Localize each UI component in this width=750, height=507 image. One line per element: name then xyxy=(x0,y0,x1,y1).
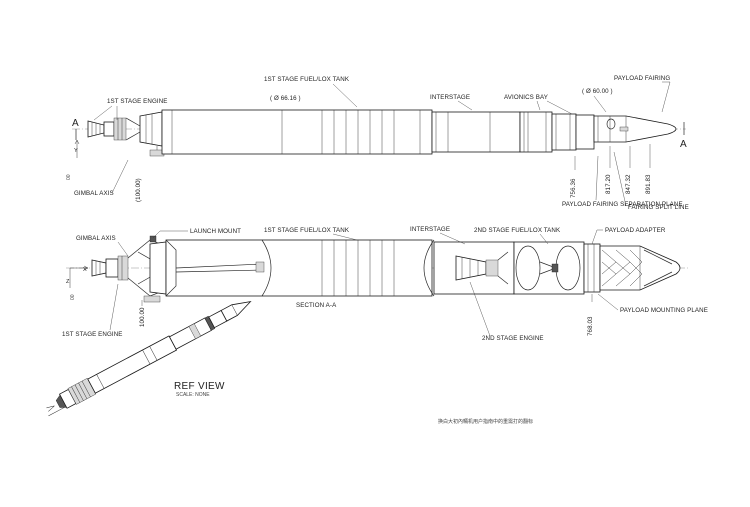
separation-plane-label-text: PAYLOAD FAIRING SEPARATION PLANE xyxy=(562,201,683,208)
gimbal-dim-side: (100.00) xyxy=(135,178,142,202)
second-stage-tank-label: 2ND STAGE FUEL/LOX TANK xyxy=(474,227,561,234)
section-marker-left: A xyxy=(72,118,79,129)
first-stage-engine-label-section: 1ST STAGE ENGINE xyxy=(62,331,123,338)
payload-fairing-label: PAYLOAD FAIRING xyxy=(614,75,670,82)
section-marker-right: A xyxy=(680,139,687,150)
first-stage-tank-label-side: 1ST STAGE FUEL/LOX TANK xyxy=(264,76,350,83)
side-view: A A xyxy=(66,75,689,211)
origin-dim-side: 00 xyxy=(66,174,72,180)
dim-817: 817.20 xyxy=(605,174,612,194)
first-stage-tank-label-section: 1ST STAGE FUEL/LOX TANK xyxy=(264,227,350,234)
first-stage-engine-section xyxy=(91,255,129,281)
section-view: GIMBAL AXIS LAUNCH MOUNT 1ST STAGE FUEL/… xyxy=(62,226,708,342)
dim-separation: 756.36 xyxy=(570,178,577,198)
second-stage-tank-section xyxy=(513,241,585,295)
fairing-split-label: FAIRING SPLIT LINE xyxy=(628,204,689,211)
footnote: 换白大初內輛机用户指南中的重需打的翻标 xyxy=(438,418,533,425)
second-stage-engine-label: 2ND STAGE ENGINE xyxy=(482,335,544,342)
section-title: SECTION A-A xyxy=(296,302,337,309)
interstage-label-section: INTERSTAGE xyxy=(410,226,450,233)
axis-x-section: X xyxy=(83,267,87,273)
ref-view-title: REF VIEW xyxy=(174,381,225,392)
interstage-label-side: INTERSTAGE xyxy=(430,94,470,101)
first-stage-engine-side xyxy=(87,117,141,141)
first-stage-engine-label-side: 1ST STAGE ENGINE xyxy=(107,98,168,105)
ref-view-labels: REF VIEW SCALE: NONE xyxy=(174,381,225,398)
avionics-bay-label: AVIONICS BAY xyxy=(504,94,548,101)
mounting-plane-label: PAYLOAD MOUNTING PLANE xyxy=(620,307,708,314)
separation-plane-label: PAYLOAD FAIRING SEPARATION PLANE xyxy=(562,201,683,208)
axis-z-section: Z xyxy=(66,279,70,285)
origin-dim-section: 00 xyxy=(70,294,76,300)
gimbal-axis-label-side: GIMBAL AXIS xyxy=(74,190,114,197)
second-stage-engine-section xyxy=(455,251,509,285)
payload-adapter-label: PAYLOAD ADAPTER xyxy=(605,227,666,234)
tank-diameter-side: ( Ø 66.16 ) xyxy=(270,95,301,102)
dim-768: 768.03 xyxy=(587,316,594,336)
dim-891: 891.83 xyxy=(645,174,652,194)
first-stage-tank-side xyxy=(161,109,433,155)
dim-847: 847.32 xyxy=(625,174,632,194)
launch-mount-label: LAUNCH MOUNT xyxy=(190,228,241,235)
ref-view-scale: SCALE: NONE xyxy=(176,392,210,398)
gimbal-axis-label-section: GIMBAL AXIS xyxy=(76,235,116,242)
fairing-diameter-side: ( Ø 60.00 ) xyxy=(582,88,613,95)
first-stage-tank-section xyxy=(165,239,435,297)
payload-section xyxy=(583,243,681,293)
ref-view xyxy=(46,301,252,417)
axis-y-side: Y xyxy=(74,148,78,154)
dim-100-section: 100.00 xyxy=(139,307,146,327)
payload-fairing-side xyxy=(575,114,677,150)
